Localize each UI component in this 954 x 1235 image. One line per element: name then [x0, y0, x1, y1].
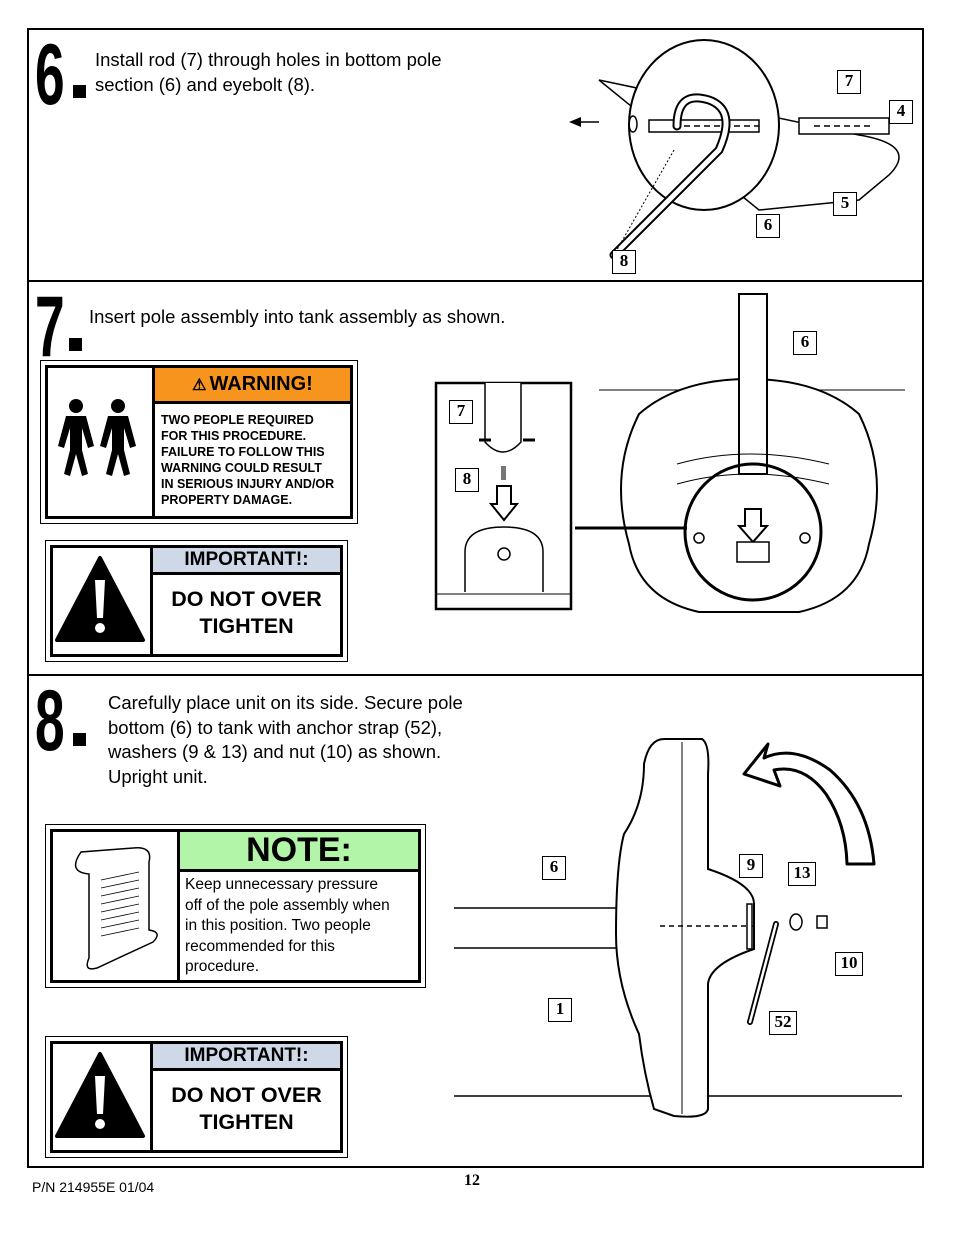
callout-1: 1 — [548, 998, 572, 1022]
step-number: 8 — [35, 673, 65, 769]
callout-5: 5 — [833, 192, 857, 216]
note-text: Keep unnecessary pressure off of the pol… — [185, 876, 390, 975]
step-instruction: Insert pole assembly into tank assembly … — [89, 306, 506, 327]
warning-text: TWO PEOPLE REQUIRED FOR THIS PROCEDURE. … — [161, 413, 335, 507]
callout-52: 52 — [769, 1011, 797, 1035]
part-number: P/N 214955E 01/04 — [32, 1179, 155, 1195]
document-page-icon — [53, 832, 180, 980]
note-header: NOTE: — [180, 831, 418, 872]
step-dot — [69, 338, 82, 351]
callout-8: 8 — [612, 250, 636, 274]
callout-7: 7 — [449, 400, 473, 424]
exclamation-triangle-icon — [53, 548, 153, 654]
step-8: 8 Carefully place unit on its side. Secu… — [29, 676, 922, 1168]
callout-6: 6 — [756, 214, 780, 238]
callout-9: 9 — [739, 854, 763, 878]
important-header: IMPORTANT!: — [153, 548, 340, 575]
step-dot — [73, 733, 86, 746]
callout-4: 4 — [889, 100, 913, 124]
step-dot — [73, 85, 86, 98]
step-instruction: Carefully place unit on its side. Secure… — [108, 692, 463, 787]
instruction-line: section (6) and eyebolt (8). — [95, 73, 316, 95]
warning-triangle-icon: ⚠ — [192, 376, 207, 394]
step-number: 7 — [35, 279, 65, 375]
callout-13: 13 — [788, 862, 816, 886]
tank-assembly-diagram — [575, 293, 905, 613]
callout-6: 6 — [793, 331, 817, 355]
callout-6: 6 — [542, 856, 566, 880]
page-number: 12 — [464, 1172, 480, 1189]
pole-rod-diagram — [569, 39, 900, 260]
callout-7: 7 — [837, 70, 861, 94]
step-7: 7 Insert pole assembly into tank assembl… — [29, 282, 922, 676]
note-box: NOTE: Keep unnecessary pressure off of t… — [45, 824, 426, 988]
warning-header: ⚠ WARNING! — [155, 368, 350, 404]
exclamation-triangle-icon — [53, 1044, 153, 1150]
instruction-frame: 6 Install rod (7) through holes in botto… — [27, 28, 924, 1168]
important-message: DO NOT OVER TIGHTEN — [171, 587, 322, 638]
two-people-icon — [48, 368, 155, 516]
step-number: 6 — [35, 27, 65, 123]
side-view-diagram — [454, 738, 902, 1118]
callout-8: 8 — [455, 468, 479, 492]
important-header: IMPORTANT!: — [153, 1044, 340, 1071]
step-instruction: Install rod (7) through holes in bottom … — [95, 48, 442, 97]
important-message: DO NOT OVER TIGHTEN — [171, 1083, 322, 1134]
callout-10: 10 — [835, 952, 863, 976]
instruction-line: Install rod (7) through holes in bottom … — [95, 49, 442, 70]
important-box: IMPORTANT!: DO NOT OVER TIGHTEN — [45, 1036, 348, 1158]
warning-box: ⚠ WARNING! TWO PEOPLE REQUIRED FOR THIS … — [40, 360, 358, 524]
important-box: IMPORTANT!: DO NOT OVER TIGHTEN — [45, 540, 348, 662]
step-6: 6 Install rod (7) through holes in botto… — [29, 30, 922, 282]
